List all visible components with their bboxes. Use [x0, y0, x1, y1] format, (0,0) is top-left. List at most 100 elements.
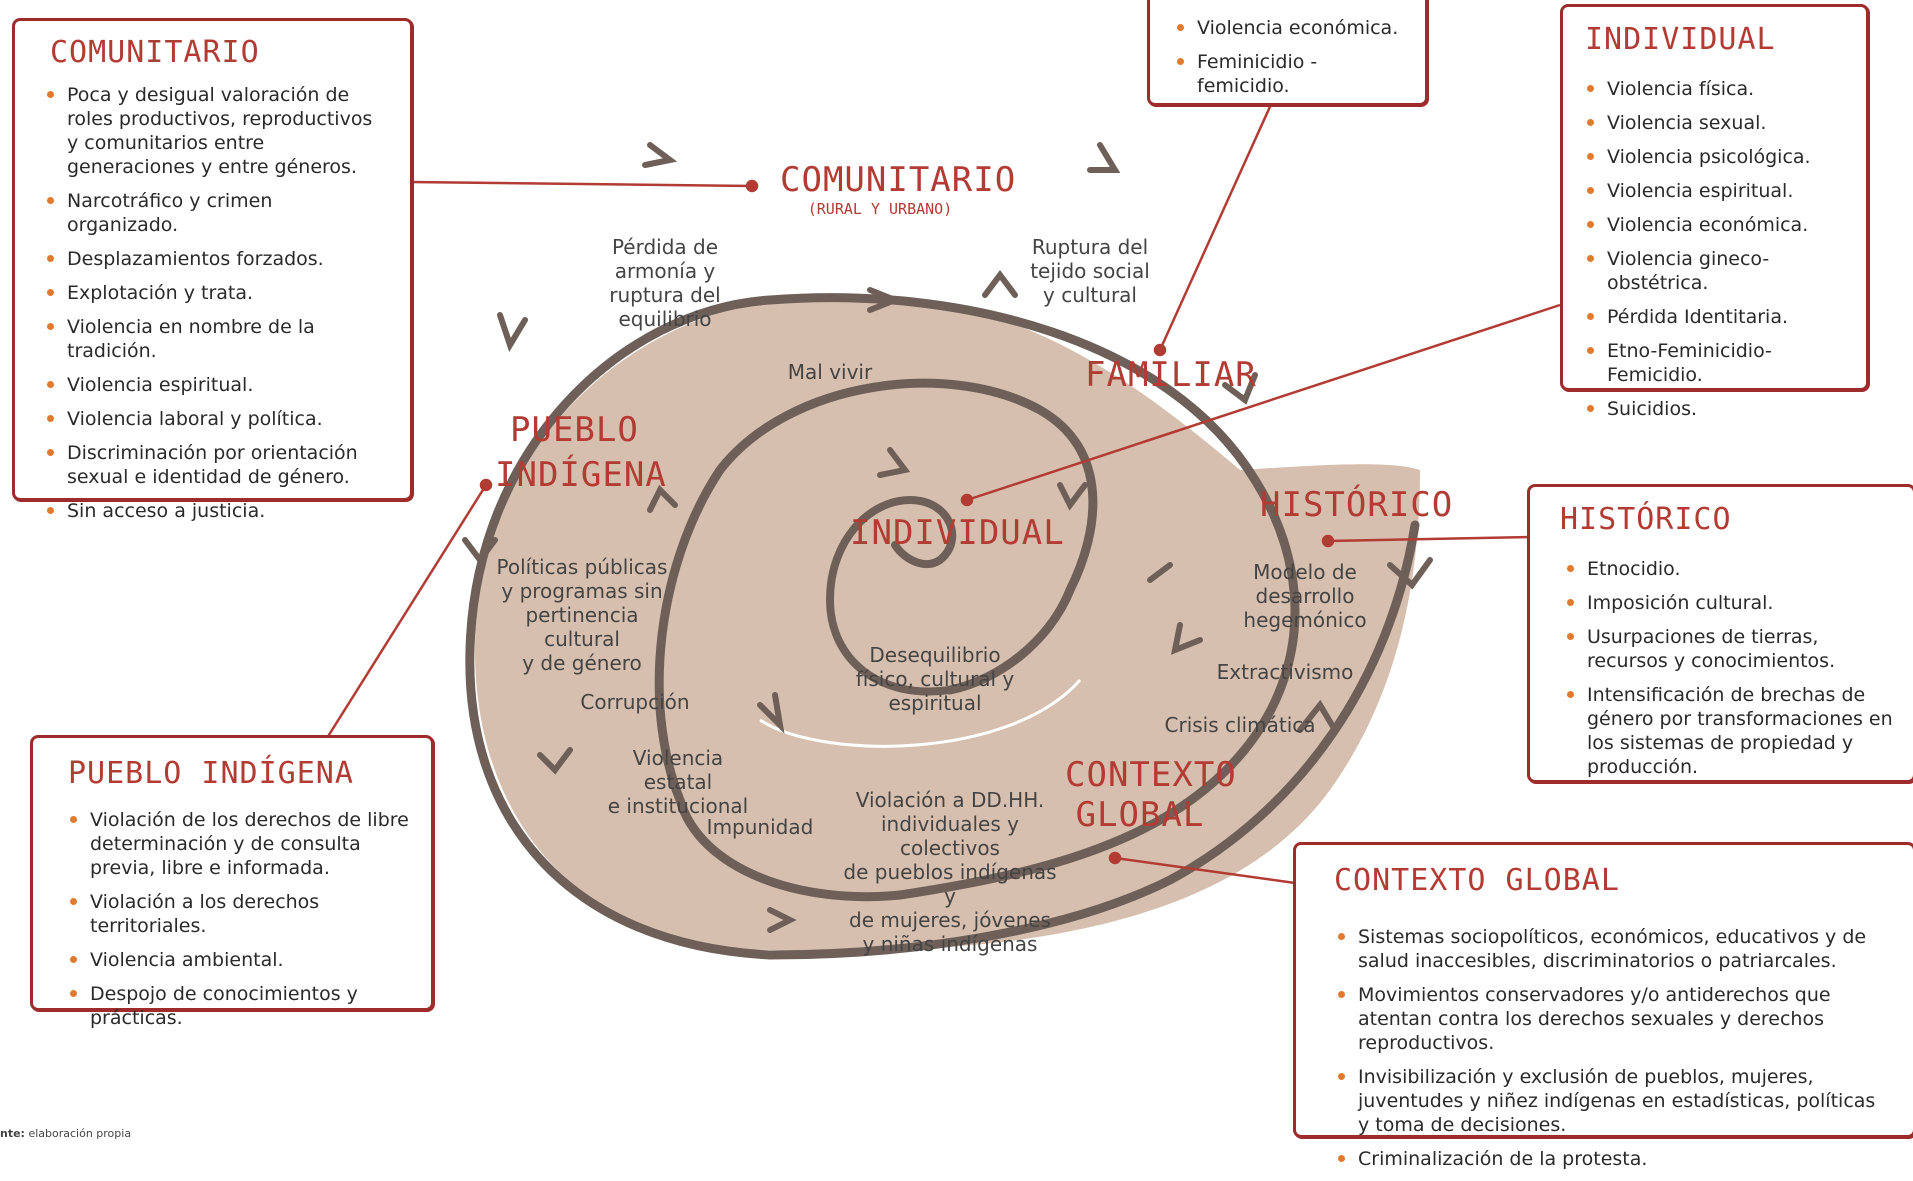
box-list: Etnocidio. Imposición cultural. Usurpaci… [1565, 557, 1895, 789]
list-item: Violencia espiritual. [45, 373, 385, 397]
list-item: Narcotráfico y crimen organizado. [45, 189, 385, 237]
box-list: Violación de los derechos de libre deter… [68, 808, 413, 1040]
box-pueblo-indigena: Pueblo indígena Violación de los derecho… [30, 735, 434, 1029]
arrowhead [497, 312, 528, 353]
connector-historico [1327, 535, 1531, 543]
list-item: Etno-Feminicidio-Femicidio. [1585, 339, 1860, 387]
level-comunitario-sub: (RURAL Y URBANO) [807, 200, 953, 218]
list-item: Movimientos conservadores y/o antiderech… [1336, 983, 1891, 1055]
list-item: Violencia sexual. [1585, 111, 1860, 135]
list-item: Violencia económica. [1585, 213, 1860, 237]
list-item: Violencia psicológica. [1585, 145, 1860, 169]
list-item: Violencia en nombre de la tradición. [45, 315, 385, 363]
arrowhead [877, 447, 911, 478]
spiral-middle-loop [654, 378, 1098, 902]
box-title: Comunitario [50, 35, 260, 70]
box-list: Violencia económica. Feminicidio - femic… [1175, 16, 1415, 108]
label-violacion: Violación a DD.HH. individuales y colect… [843, 788, 1057, 956]
spiral-background [475, 294, 1420, 952]
list-item: Violencia económica. [1175, 16, 1415, 40]
list-item: Violencia laboral y política. [45, 407, 385, 431]
level-individual: INDIVIDUAL [850, 513, 1065, 553]
level-contexto-1: CONTEXTO [1065, 755, 1237, 795]
source-note: nte: elaboración propia [0, 1127, 131, 1140]
box-title: Pueblo indígena [68, 756, 354, 791]
arrowhead [537, 747, 573, 775]
arrowhead [1387, 557, 1433, 590]
list-item: Violencia gineco-obstétrica. [1585, 247, 1860, 295]
box-comunitario: Comunitario Poca y desigual valoración d… [12, 18, 413, 522]
box-title: Individual [1585, 22, 1776, 57]
list-item: Pérdida Identitaria. [1585, 305, 1860, 329]
list-item: Explotación y trata. [45, 281, 385, 305]
connector-individual [966, 303, 1561, 502]
label-desequilibrio: Desequilibrio físico, cultural y espirit… [855, 643, 1015, 715]
list-item: Violencia espiritual. [1585, 179, 1860, 203]
box-individual: Individual Violencia física. Violencia s… [1560, 4, 1869, 420]
list-item: Feminicidio - femicidio. [1175, 50, 1415, 98]
label-impunidad: Impunidad [706, 815, 814, 839]
box-contexto-global: Contexto global Sistemas sociopolíticos,… [1293, 842, 1913, 1170]
arrowhead [757, 692, 785, 734]
label-extractivismo: Extractivismo [1216, 660, 1354, 684]
list-item: Criminalización de la protesta. [1336, 1147, 1891, 1171]
box-list: Violencia física. Violencia sexual. Viol… [1585, 77, 1860, 431]
connector-dot [479, 478, 493, 492]
list-item: Desplazamientos forzados. [45, 247, 385, 271]
connector-pueblo [325, 484, 488, 739]
level-pueblo-1: PUEBLO [510, 410, 639, 450]
arrowhead [1170, 622, 1203, 655]
level-familiar: FAMILIAR [1085, 355, 1257, 395]
arrowhead [1147, 562, 1173, 583]
arrowhead [1297, 699, 1338, 733]
connector-dot [745, 179, 759, 193]
label-violencia-estatal: Violencia estatal e institucional [607, 746, 749, 818]
list-item: Sin acceso a justicia. [45, 499, 385, 523]
connectors [325, 99, 1561, 885]
arrowhead [642, 142, 678, 168]
connector-dot [1153, 343, 1167, 357]
list-item: Violencia ambiental. [68, 948, 413, 972]
level-pueblo-2: INDÍGENA [495, 455, 667, 495]
list-item: Imposición cultural. [1565, 591, 1895, 615]
arrowhead [647, 484, 678, 513]
list-item: Discriminación por orientación sexual e … [45, 441, 385, 489]
arrowhead [867, 287, 904, 313]
connector-dot [1108, 851, 1122, 865]
spiral-separator [759, 679, 1082, 748]
box-familiar: Violencia económica. Feminicidio - femic… [1147, 0, 1428, 106]
spiral-outer-loop [465, 293, 1300, 960]
box-title: Contexto global [1334, 863, 1620, 898]
source-text: elaboración propia [24, 1127, 132, 1140]
connector-dot [1321, 534, 1335, 548]
spiral-inner-loop [825, 495, 957, 696]
arrowhead [982, 270, 1018, 298]
arrowhead [1222, 372, 1258, 405]
connector-global [1114, 856, 1296, 885]
list-item: Sistemas sociopolíticos, económicos, edu… [1336, 925, 1891, 973]
list-item: Invisibilización y exclusión de pueblos,… [1336, 1065, 1891, 1137]
spiral-arrows [462, 142, 1433, 933]
box-title: Histórico [1560, 502, 1732, 537]
connector-comunitario [409, 180, 753, 188]
list-item: Etnocidio. [1565, 557, 1895, 581]
list-item: Poca y desigual valoración de roles prod… [45, 83, 385, 179]
arrowhead [1087, 142, 1121, 173]
label-crisis: Crisis climática [1164, 713, 1316, 737]
arrowhead [462, 537, 498, 565]
list-item: Violación de los derechos de libre deter… [68, 808, 413, 880]
list-item: Despojo de conocimientos y prácticas. [68, 982, 413, 1030]
source-bold: nte: [0, 1127, 25, 1140]
spiral-tail [765, 520, 1420, 960]
label-mal-vivir: Mal vivir [787, 360, 873, 384]
connector-dot [960, 493, 974, 507]
list-item: Violencia física. [1585, 77, 1860, 101]
label-perdida: Pérdida de armonía y ruptura del equilib… [609, 235, 721, 331]
connector-familiar [1158, 99, 1275, 351]
box-list: Poca y desigual valoración de roles prod… [45, 83, 385, 533]
label-politicas: Políticas públicas y programas sin perti… [496, 555, 668, 675]
box-list: Sistemas sociopolíticos, económicos, edu… [1336, 925, 1891, 1181]
label-ruptura: Ruptura del tejido social y cultural [1030, 235, 1150, 307]
spiral-diagram [325, 99, 1561, 960]
